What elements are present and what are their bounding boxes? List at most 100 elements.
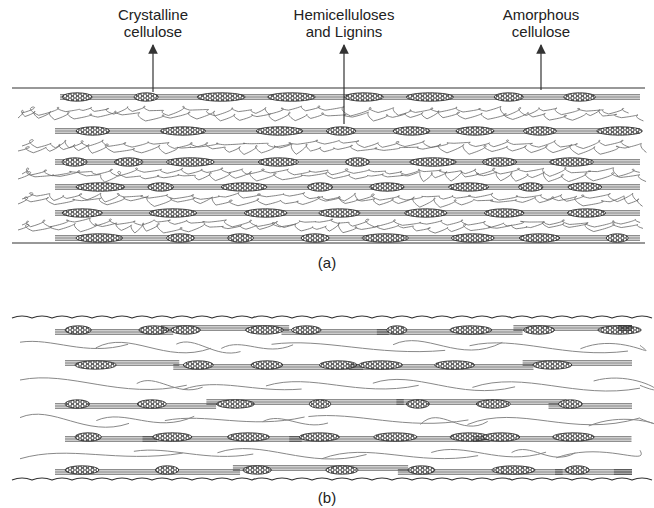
crystalline-region	[65, 326, 91, 334]
cellulose-strand	[55, 187, 640, 188]
crystalline-region	[456, 127, 494, 135]
hemicellulose-lignin-chain	[580, 343, 646, 350]
crystalline-region	[523, 326, 554, 334]
crystalline-region	[387, 326, 407, 334]
crystalline-region	[553, 433, 594, 441]
pointer-arrow	[152, 45, 153, 92]
crystalline-region	[153, 433, 193, 441]
panel-a	[12, 88, 646, 243]
crystalline-region	[155, 466, 178, 474]
crystalline-region	[166, 158, 214, 166]
crystalline-region	[228, 234, 254, 242]
panel-b	[12, 316, 654, 480]
crystalline-region	[492, 466, 535, 474]
hemicellulose-lignin-chain	[420, 418, 487, 426]
hemicellulose-lignin-chain	[18, 110, 643, 121]
crystalline-region	[76, 183, 125, 191]
cellulose-strand	[619, 328, 632, 329]
crystalline-region	[197, 93, 245, 101]
crystalline-region	[435, 361, 475, 369]
crystalline-region	[449, 183, 489, 191]
crystalline-region	[476, 400, 510, 408]
cellulose-strand	[555, 474, 632, 475]
crystalline-region	[251, 361, 283, 369]
pointer-arrow	[343, 45, 344, 124]
crystalline-region	[62, 93, 92, 101]
cellulose-strand	[614, 474, 632, 475]
crystalline-region	[519, 234, 560, 242]
hemicellulose-lignin-chain	[266, 382, 419, 389]
hemicellulose-lignin-chain	[373, 379, 515, 390]
crystalline-region	[256, 127, 303, 135]
crystalline-region	[243, 466, 272, 474]
crystalline-region	[244, 209, 287, 217]
boundary-line	[12, 87, 645, 88]
cellulose-strand	[619, 325, 632, 326]
cellulose-strand	[618, 330, 632, 331]
crystalline-region	[568, 183, 602, 191]
crystalline-region	[62, 209, 103, 217]
hemicellulose-lignin-chain	[470, 343, 628, 353]
crystalline-region	[309, 400, 331, 408]
crystalline-region	[374, 433, 417, 441]
crystalline-region	[326, 127, 356, 135]
crystalline-region	[345, 93, 384, 101]
panel-label: (a)	[297, 254, 357, 271]
crystalline-region	[167, 234, 195, 242]
hemicellulose-lignin-chain	[22, 140, 629, 149]
pointer-arrow	[540, 45, 541, 90]
crystalline-region	[134, 93, 158, 101]
crystalline-region	[76, 234, 123, 242]
hemicellulose-lignin-chain	[468, 417, 640, 424]
crystalline-region	[307, 183, 332, 191]
hemicellulose-lignin-chain	[22, 106, 629, 116]
hemicellulose-lignin-chain	[272, 343, 446, 352]
hemicellulose-lignin-chain	[322, 452, 478, 458]
cellulose-strand	[281, 334, 388, 335]
crystalline-region	[597, 127, 643, 135]
cellulose-strand	[55, 189, 640, 190]
crystalline-region	[606, 234, 628, 242]
crystalline-region	[221, 183, 267, 191]
cellulose-strand	[55, 184, 640, 185]
crystalline-region	[406, 400, 429, 408]
crystalline-region	[450, 326, 492, 334]
hemicellulose-lignin-chain	[137, 381, 203, 390]
component-label: Crystalline cellulose	[98, 6, 208, 40]
cellulose-strand	[614, 472, 632, 473]
crystalline-region	[519, 183, 543, 191]
crystalline-region	[406, 93, 453, 101]
hemicellulose-lignin-chain	[134, 450, 253, 456]
label-arrows	[153, 45, 541, 124]
crystalline-region	[598, 326, 641, 334]
boundary-wave	[12, 478, 652, 480]
crystalline-region	[245, 326, 283, 334]
crystalline-region	[564, 93, 596, 101]
crystalline-region	[567, 209, 606, 217]
crystalline-region	[550, 158, 594, 166]
crystalline-region	[65, 400, 90, 408]
crystalline-region	[370, 183, 405, 191]
boundary-wave	[12, 316, 652, 318]
component-label: Hemicelluloses and Lignins	[279, 6, 409, 40]
crystalline-region	[76, 127, 110, 135]
cellulose-strand	[523, 360, 632, 361]
crystalline-region	[291, 326, 321, 334]
crystalline-region	[75, 433, 101, 441]
cellulose-strand	[549, 408, 632, 409]
hemicellulose-lignin-chain	[472, 382, 640, 391]
hemicellulose-lignin-chain	[393, 341, 502, 350]
crystalline-region	[359, 361, 403, 369]
crystalline-region	[299, 433, 339, 441]
crystalline-region	[228, 433, 270, 441]
component-label: Amorphous cellulose	[486, 6, 596, 40]
hemicellulose-lignin-chain	[22, 218, 640, 227]
hemicellulose-lignin-chain	[512, 450, 576, 458]
boundary-line	[12, 242, 645, 243]
hemicellulose-lignin-chain	[594, 378, 654, 390]
crystalline-region	[268, 93, 315, 101]
crystalline-region	[216, 400, 254, 408]
cellulose-strand	[618, 328, 632, 329]
crystalline-region	[559, 400, 583, 408]
crystalline-region	[62, 158, 87, 166]
